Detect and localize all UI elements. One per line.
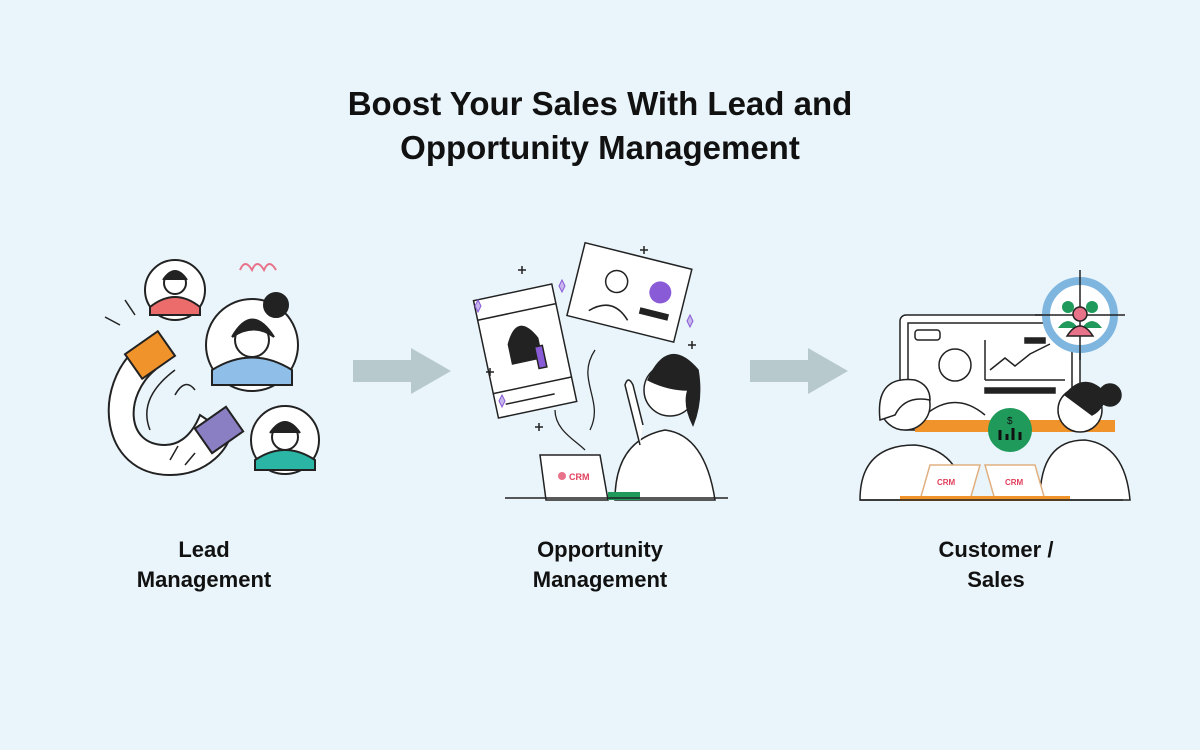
stage-label-opportunity-management: Opportunity Management <box>532 537 668 592</box>
lead-magnet-illustration <box>104 259 320 477</box>
profile-card <box>566 241 693 344</box>
svg-text:CRM: CRM <box>1005 478 1024 487</box>
target-customers-icon <box>1035 270 1125 360</box>
arrow-right-icon <box>750 348 848 394</box>
presentation-screen <box>899 314 1081 431</box>
stage-label-lead-management: Lead Management <box>136 537 272 592</box>
sparkle-icons <box>474 278 694 409</box>
avatar-lead-2 <box>205 292 299 392</box>
woman-right <box>1039 381 1131 501</box>
laptop-crm: CRM <box>539 454 640 501</box>
sales-growth-icon: $ <box>988 408 1032 452</box>
customer-sales-illustration: $ CRM CRM <box>859 270 1131 501</box>
arrow-right-icon <box>353 348 451 394</box>
opportunity-illustration: CRM <box>472 241 728 501</box>
svg-text:$: $ <box>1007 416 1013 427</box>
laptop-crm-left: CRM <box>919 464 981 501</box>
stage-label-customer-sales: Customer / Sales <box>938 537 1054 592</box>
svg-text:CRM: CRM <box>569 472 590 482</box>
woman-pointing <box>614 353 716 501</box>
avatar-lead-1 <box>144 259 206 321</box>
page-title: Boost Your Sales With Lead and Opportuni… <box>347 85 853 166</box>
svg-text:CRM: CRM <box>937 478 956 487</box>
social-post-card <box>472 283 578 419</box>
avatar-lead-3 <box>250 405 320 475</box>
laptop-crm-right: CRM <box>984 464 1046 501</box>
